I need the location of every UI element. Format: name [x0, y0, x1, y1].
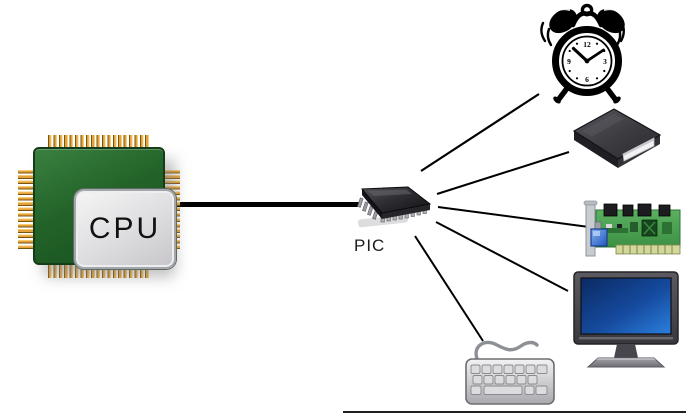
cpu-package: CPU	[33, 147, 176, 269]
pic-chip-icon	[357, 186, 432, 228]
cpu-node: CPU	[8, 125, 190, 287]
pic-node	[346, 179, 438, 243]
cpu-pins-left	[18, 168, 34, 249]
wire-pic-network-card	[437, 206, 590, 228]
disk-drive-icon	[572, 108, 662, 168]
cpu-pins-top	[48, 135, 150, 149]
wire-pic-keyboard	[414, 235, 484, 342]
wire-pic-monitor	[435, 221, 569, 292]
keyboard-icon	[465, 340, 555, 405]
timer-node: 12 3 6 9	[537, 1, 629, 105]
disk-drive-node	[566, 103, 666, 175]
keyboard-node	[458, 334, 558, 408]
svg-text:12: 12	[583, 40, 591, 49]
cpu-label: CPU	[88, 212, 162, 245]
svg-text:3: 3	[603, 57, 607, 66]
wire-pic-disk	[436, 151, 570, 195]
wire-pic-timer	[420, 93, 540, 172]
alarm-clock-icon: 12 3 6 9	[540, 3, 625, 104]
monitor-icon	[573, 271, 679, 368]
monitor-node	[570, 270, 682, 370]
network-card-icon	[583, 200, 681, 257]
network-card-node	[582, 198, 686, 262]
svg-text:9: 9	[567, 57, 571, 66]
pic-label: PIC	[354, 236, 386, 255]
cpu-die: CPU	[74, 189, 176, 269]
svg-text:6: 6	[585, 75, 589, 84]
